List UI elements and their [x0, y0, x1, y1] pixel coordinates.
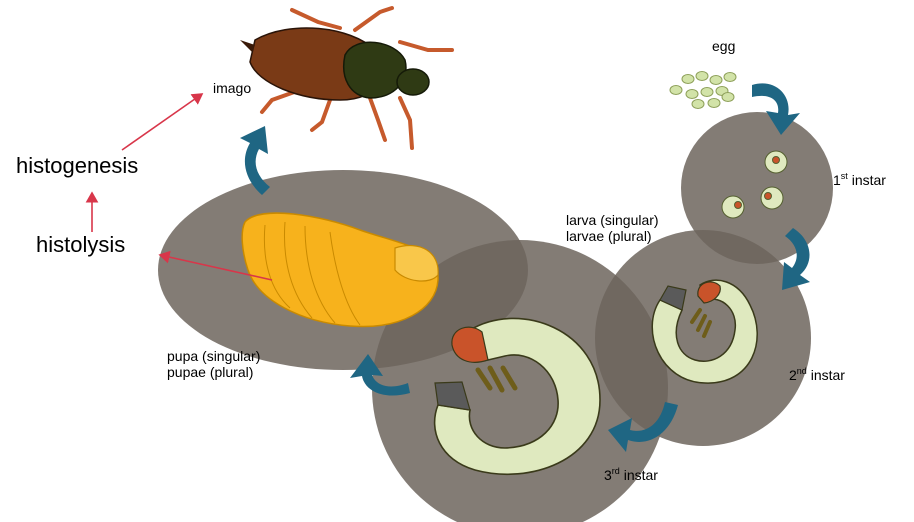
label-pupa-group: pupa (singular) pupae (plural): [167, 348, 260, 380]
pupa-illustration: [241, 212, 439, 328]
arrow-histogenesis-to-imago: [121, 93, 204, 151]
label-larva-singular: larva (singular): [566, 212, 659, 228]
arrow-third-instar-to-pupa: [350, 354, 410, 396]
label-imago: imago: [213, 80, 252, 96]
arrow-pupa-to-imago: [240, 126, 270, 195]
first-instar-number: 1: [833, 172, 841, 188]
second-instar-number: 2: [789, 367, 797, 383]
egg-cluster: [669, 71, 737, 109]
cycle-arrows: [240, 83, 810, 452]
first-instar-suffix: st: [840, 171, 848, 181]
label-third-instar: 3rd instar: [604, 466, 658, 483]
first-instar-word: instar: [851, 172, 886, 188]
third-instar-suffix: rd: [611, 466, 620, 476]
first-instar-soil-disc: [681, 112, 833, 264]
pointer-arrows: [85, 93, 273, 281]
label-second-instar: 2nd instar: [789, 366, 845, 383]
third-instar-word: instar: [623, 467, 658, 483]
second-instar-word: instar: [810, 367, 845, 383]
label-histogenesis: histogenesis: [16, 153, 139, 178]
second-instar-soil-disc: [595, 230, 811, 446]
label-histolysis: histolysis: [36, 232, 126, 257]
adult-beetle: [240, 6, 454, 150]
arrow-first-to-second-instar: [782, 228, 810, 290]
label-larva-group: larva (singular) larvae (plural): [566, 212, 659, 244]
arrow-pupa-to-histolysis: [158, 250, 273, 281]
label-pupa-plural: pupae (plural): [167, 364, 254, 381]
label-pupa-singular: pupa (singular): [167, 348, 261, 364]
arrow-second-to-third-instar: [608, 402, 678, 452]
label-egg: egg: [712, 38, 736, 54]
arrow-egg-to-first-instar: [752, 83, 800, 135]
first-instar-larvae: [721, 150, 788, 219]
third-instar-number: 3: [604, 467, 612, 483]
label-first-instar: 1st instar: [833, 171, 886, 188]
second-instar-larva: [651, 279, 758, 384]
third-instar-larva: [433, 317, 601, 475]
label-larva-plural: larvae (plural): [566, 228, 652, 245]
second-instar-suffix: nd: [796, 366, 807, 376]
